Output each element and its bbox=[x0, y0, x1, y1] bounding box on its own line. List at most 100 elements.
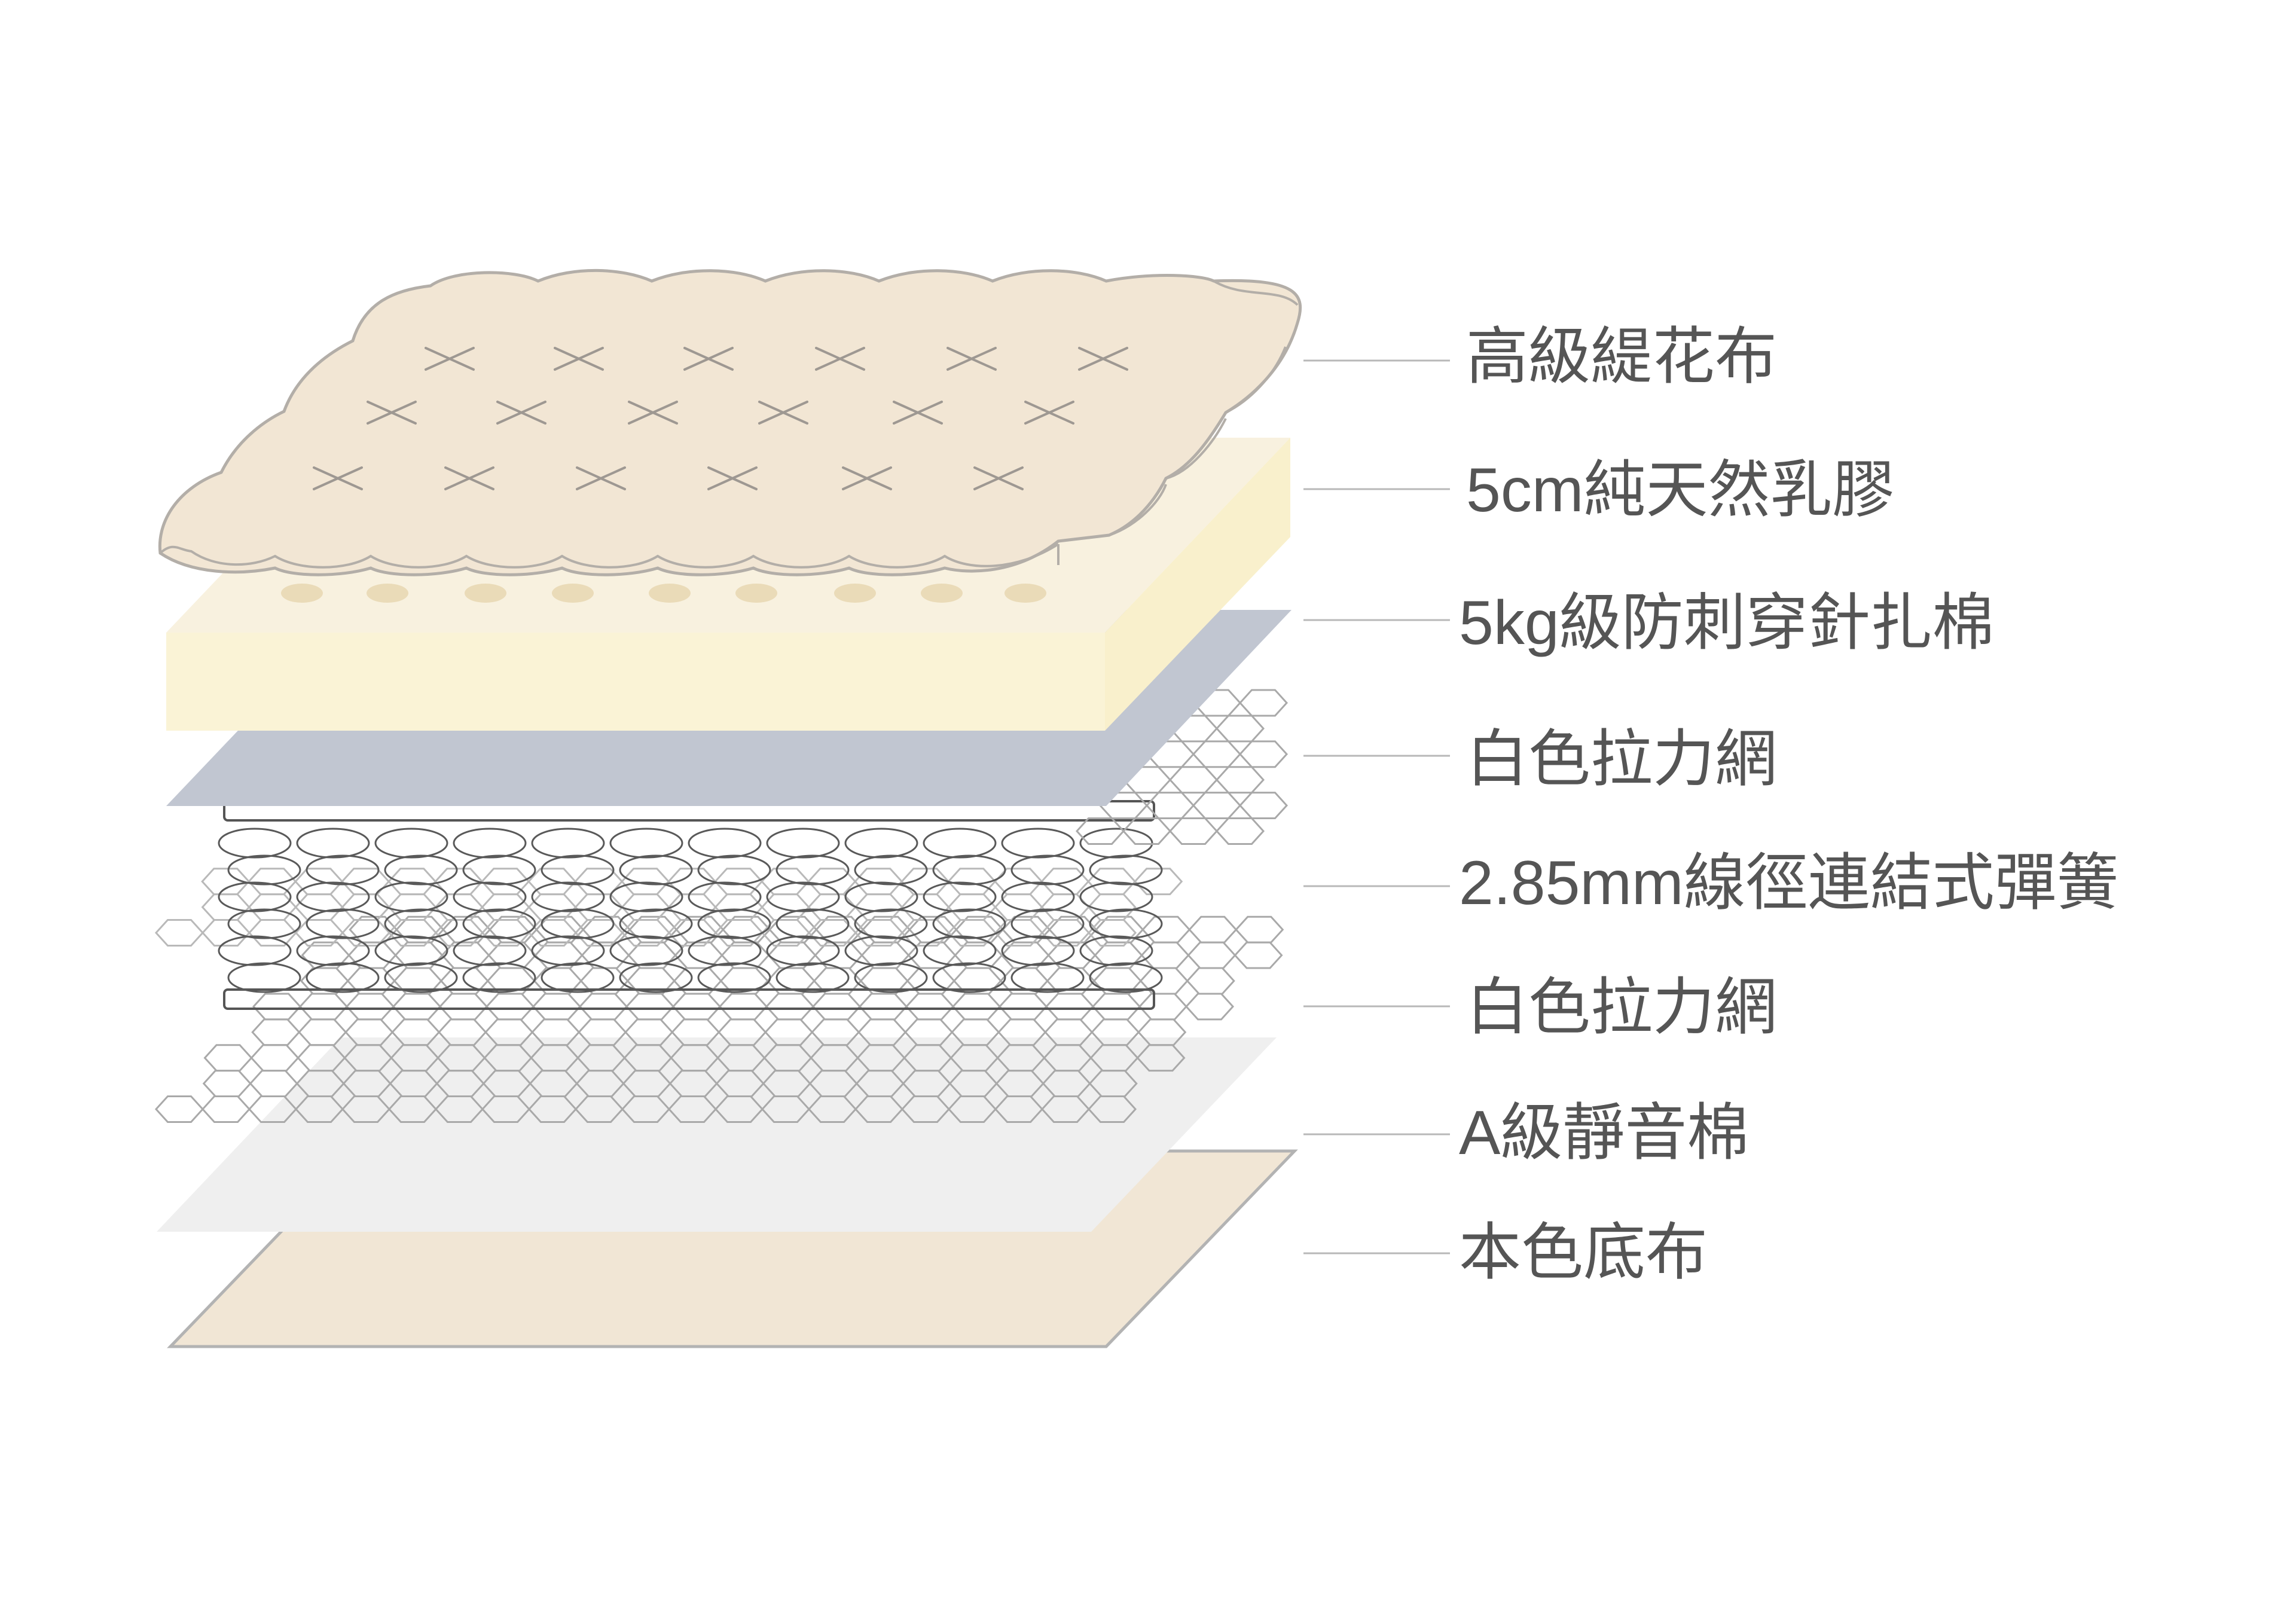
spring-coil bbox=[619, 854, 693, 886]
net-cell bbox=[387, 868, 437, 896]
stitch-mark bbox=[973, 466, 1024, 490]
net-cell bbox=[1235, 915, 1284, 944]
net-cell bbox=[154, 919, 204, 947]
stitch-mark bbox=[425, 347, 475, 371]
net-cell bbox=[345, 993, 395, 1021]
net-cell bbox=[1234, 941, 1283, 969]
net-cell bbox=[201, 1095, 251, 1123]
spring-coil bbox=[854, 854, 928, 886]
net-cell bbox=[392, 993, 442, 1021]
net-cell bbox=[1238, 689, 1289, 717]
spring-coil bbox=[688, 935, 762, 966]
net-cell bbox=[201, 893, 251, 921]
stitch-mark bbox=[367, 401, 417, 425]
stitch-mark bbox=[496, 401, 546, 425]
net-cell bbox=[1140, 941, 1190, 969]
layer-label-latex: 5cm純天然乳膠 bbox=[1466, 456, 1894, 525]
spring-coil bbox=[775, 854, 850, 886]
spring-coil bbox=[688, 828, 762, 859]
spring-coil bbox=[384, 854, 458, 886]
net-cell bbox=[1215, 817, 1265, 845]
net-cell bbox=[1040, 868, 1090, 896]
latex-hole bbox=[465, 584, 506, 603]
stitch-mark bbox=[628, 401, 678, 425]
net-cell bbox=[1186, 967, 1235, 995]
latex-hole bbox=[834, 584, 876, 603]
spring-coil bbox=[1089, 962, 1163, 993]
spring-coil bbox=[932, 962, 1006, 993]
net-cell bbox=[294, 893, 344, 921]
net-cell bbox=[905, 993, 955, 1021]
stitch-mark bbox=[683, 347, 734, 371]
spring-coil bbox=[609, 935, 683, 966]
net-cell bbox=[1238, 740, 1289, 768]
net-cell bbox=[438, 993, 488, 1021]
spring-coil bbox=[766, 881, 840, 912]
net-cell bbox=[1238, 792, 1289, 820]
spring-coil bbox=[453, 881, 527, 912]
spring-coil bbox=[844, 935, 918, 966]
spring-coil bbox=[218, 881, 292, 912]
layer-label-base-fabric: 本色底布 bbox=[1459, 1218, 1708, 1287]
layer-label-quilted-fabric: 高級緹花布 bbox=[1466, 322, 1777, 392]
net-cell bbox=[532, 993, 582, 1021]
spring-coil bbox=[844, 881, 918, 912]
spring-coil bbox=[384, 908, 458, 939]
spring-coil bbox=[609, 881, 683, 912]
stitch-mark bbox=[707, 466, 758, 490]
net-cell bbox=[671, 993, 722, 1021]
net-cell bbox=[154, 1095, 204, 1123]
spring-coil bbox=[531, 828, 605, 859]
net-cell bbox=[1192, 792, 1242, 820]
net-cell bbox=[998, 993, 1048, 1021]
spring-coil bbox=[296, 828, 370, 859]
latex-hole bbox=[649, 584, 691, 603]
stitch-mark bbox=[1024, 401, 1074, 425]
spring-coil bbox=[374, 828, 448, 859]
spring-unit bbox=[154, 800, 1183, 1010]
foam-layer bbox=[157, 1037, 1277, 1232]
net-cell bbox=[1045, 993, 1095, 1021]
net-cell bbox=[251, 1018, 301, 1046]
latex-hole bbox=[281, 584, 323, 603]
net-cell bbox=[203, 1044, 253, 1072]
spring-coil bbox=[697, 962, 771, 993]
net-cell bbox=[625, 993, 675, 1021]
layer-label-foam: A級靜音棉 bbox=[1459, 1098, 1749, 1168]
spring-coil bbox=[697, 854, 771, 886]
net-cell bbox=[298, 993, 349, 1021]
layer-label-felt: 5kg級防刺穿針扎棉 bbox=[1459, 588, 1995, 658]
spring-coil bbox=[218, 828, 292, 859]
spring-coil bbox=[609, 828, 683, 859]
spring-coil bbox=[1079, 935, 1153, 966]
net-cell bbox=[1192, 740, 1242, 768]
spring-coil bbox=[306, 908, 380, 939]
latex-front bbox=[166, 633, 1105, 731]
net-cell bbox=[250, 1044, 300, 1072]
spring-coil bbox=[227, 962, 301, 993]
spring-coil bbox=[1010, 908, 1085, 939]
net-cell bbox=[858, 993, 908, 1021]
quilted-fabric-layer bbox=[158, 268, 1302, 576]
net-cell bbox=[994, 868, 1043, 896]
net-cell bbox=[1187, 941, 1236, 969]
spring-coil bbox=[854, 908, 928, 939]
stitch-mark bbox=[947, 347, 997, 371]
spring-coil bbox=[1089, 908, 1163, 939]
spring-coil bbox=[227, 854, 301, 886]
net-cell bbox=[249, 1070, 298, 1098]
layer-label-net-bottom: 白色拉力網 bbox=[1466, 973, 1777, 1042]
net-cell bbox=[202, 1070, 252, 1098]
spring-coil bbox=[844, 828, 918, 859]
spring-coil bbox=[531, 881, 605, 912]
net-cell bbox=[1168, 766, 1219, 794]
spring-coil bbox=[1001, 935, 1075, 966]
spring-coil bbox=[227, 908, 301, 939]
stitch-mark bbox=[576, 466, 626, 490]
spring-coil bbox=[688, 881, 762, 912]
layer-label-springs: 2.85mm線徑連結式彈簧 bbox=[1459, 848, 2119, 918]
net-cell bbox=[1184, 993, 1235, 1021]
spring-coil bbox=[531, 935, 605, 966]
spring-coil bbox=[766, 935, 840, 966]
